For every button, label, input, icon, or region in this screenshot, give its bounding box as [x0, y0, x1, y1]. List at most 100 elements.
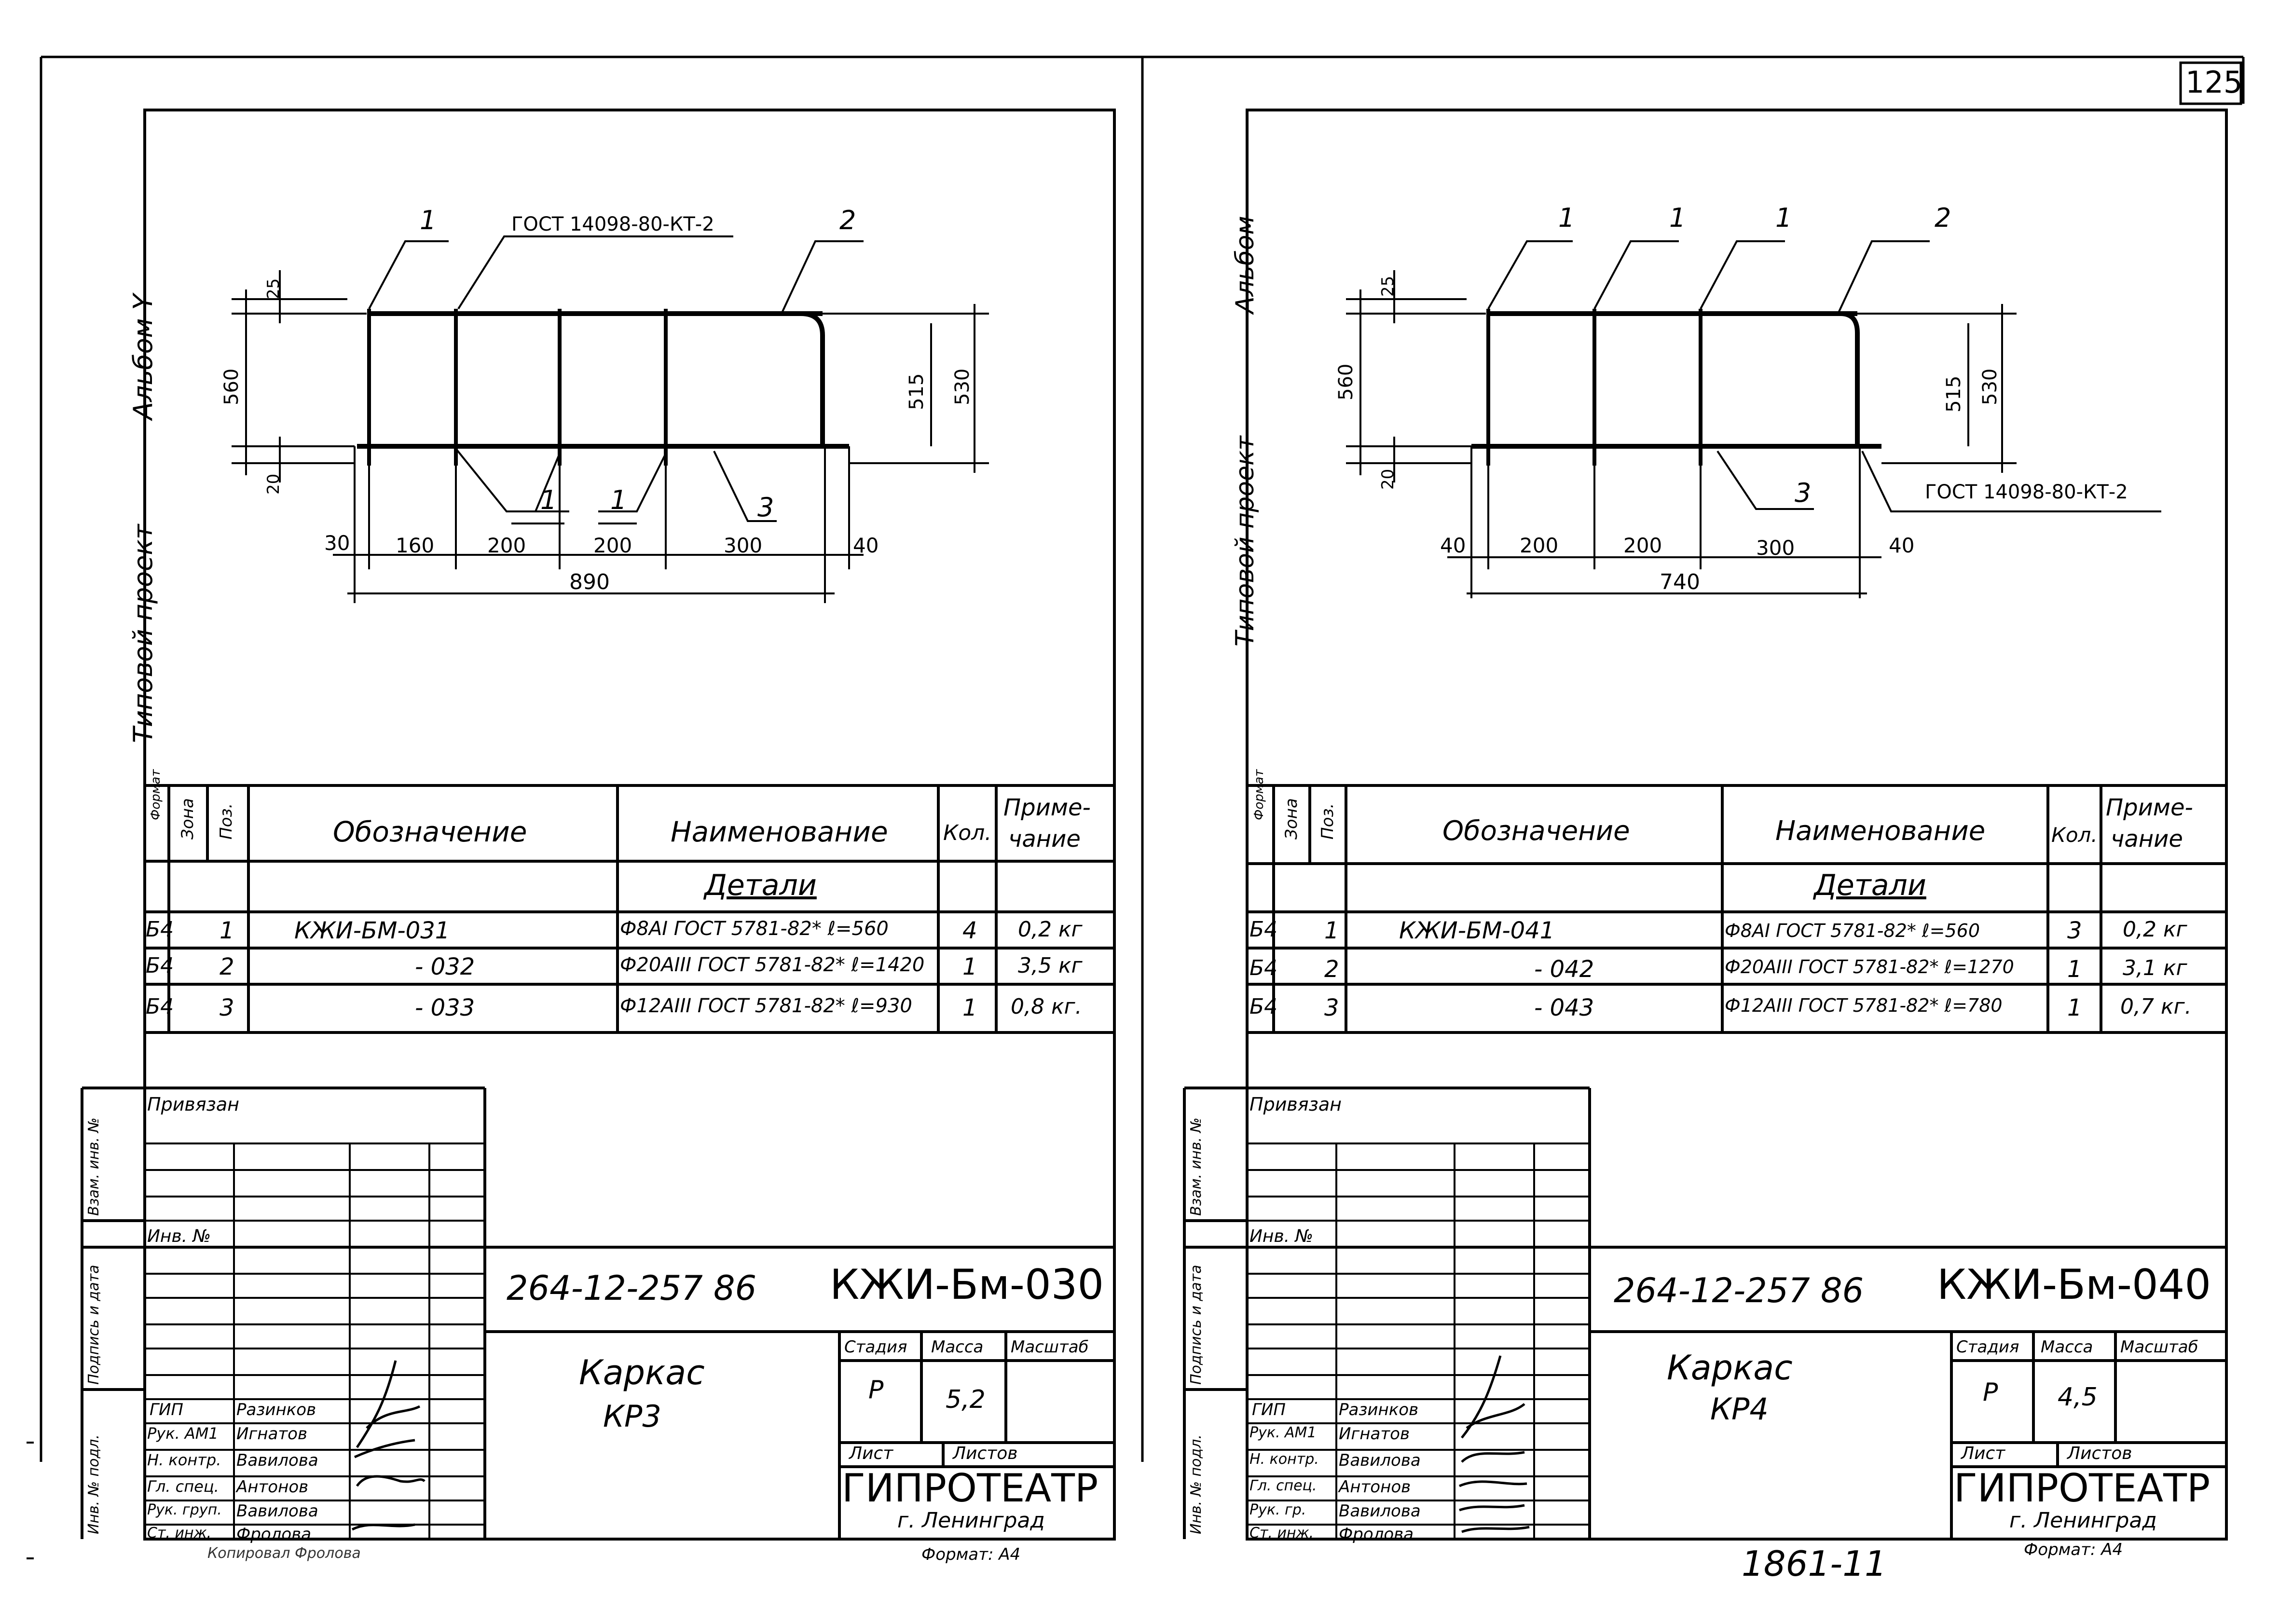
stamp-inv: Инв. № [1249, 1226, 1314, 1246]
spec-header-designation: Обозначение [1442, 815, 1630, 847]
cell-designation: - 043 [1534, 994, 1594, 1021]
bottom-code: 1861-11 [1742, 1543, 1887, 1584]
stamp-title2: КР3 [603, 1399, 661, 1434]
cell-designation: - 032 [415, 953, 475, 980]
stamp-org: ГИПРОТЕАТР [1954, 1466, 2210, 1511]
cell-qty: 3 [2067, 917, 2082, 944]
stamp-stadia-h: Стадия [1956, 1337, 2019, 1357]
stamp-name: Игнатов [1339, 1424, 1410, 1444]
stamp-stadia: Р [868, 1376, 884, 1404]
stamp-name: Фролова [236, 1525, 312, 1544]
stamp-masshtab-h: Масштаб [2120, 1337, 2198, 1357]
pos-label: 3 [757, 492, 774, 523]
spec-header-name: Наименование [1775, 815, 1986, 847]
dim-h: 300 [724, 534, 763, 557]
cell-designation: - 033 [415, 994, 475, 1021]
cell-name: Ф20АIII ГОСТ 5781-82* ℓ=1270 [1725, 956, 2014, 977]
cell-pos: 1 [1324, 917, 1339, 944]
pos-label: 1 [1775, 203, 1792, 233]
stamp-inv: Инв. № [147, 1226, 211, 1246]
spec-header-qty: Кол. [2051, 823, 2098, 847]
cell-qty: 1 [2067, 956, 2082, 983]
stamp-listov-h: Листов [2067, 1444, 2132, 1463]
dim-h: 200 [1520, 534, 1559, 557]
spec-header-note2: чание [2111, 826, 2183, 853]
stamp-role: Рук. АМ1 [1249, 1424, 1317, 1441]
cell-note: 0,8 кг. [1011, 994, 1082, 1019]
stamp-name: Разинков [1339, 1400, 1419, 1419]
stamp-role: Рук. гр. [1249, 1501, 1306, 1518]
stamp-name: Фролова [1339, 1525, 1414, 1544]
stamp-masshtab-h: Масштаб [1011, 1337, 1089, 1357]
stamp-name: Игнатов [236, 1424, 308, 1444]
dim-h: 40 [853, 534, 879, 557]
stamp-role: Ст. инж. [1249, 1525, 1314, 1541]
stamp-list-h: Лист [849, 1444, 893, 1463]
stamp-title2: КР4 [1710, 1391, 1769, 1427]
stamp-stadia-h: Стадия [844, 1337, 907, 1357]
stamp-name: Вавилова [236, 1501, 318, 1521]
cell-qty: 4 [962, 917, 977, 944]
dim-h: 160 [396, 534, 435, 557]
pos-label: 1 [540, 485, 557, 515]
dim-h: 30 [324, 531, 350, 555]
dim-h: 40 [1889, 534, 1915, 557]
pos-label: 1 [1669, 203, 1686, 233]
cell-format: Б4 [1249, 917, 1278, 942]
cell-designation: КЖИ-БМ-041 [1399, 917, 1555, 944]
pos-label: 1 [610, 485, 627, 515]
cell-name: Ф12АIII ГОСТ 5781-82* ℓ=780 [1725, 995, 2003, 1016]
stamp-role: ГИП [150, 1400, 183, 1419]
gost-label: ГОСТ 14098-80-КТ-2 [511, 213, 714, 235]
dim-total: 740 [1660, 570, 1700, 594]
stamp-below: Копировал Фролова [207, 1545, 361, 1562]
dim-h: 200 [487, 534, 526, 557]
stamp-title1: Каркас [1667, 1348, 1793, 1388]
stamp-name: Разинков [236, 1400, 316, 1419]
cell-format: Б4 [146, 953, 174, 978]
cell-designation: КЖИ-БМ-031 [294, 917, 450, 944]
stamp-role: Н. контр. [1249, 1451, 1319, 1468]
stamp-name: Антонов [236, 1477, 309, 1497]
stamp-role: Ст. инж. [147, 1525, 212, 1541]
stamp-org: ГИПРОТЕАТР [842, 1466, 1098, 1511]
stamp-code: 264-12-257 86 [507, 1268, 757, 1308]
stamp-listov-h: Листов [953, 1444, 1018, 1463]
stamp-list-h: Лист [1961, 1444, 2005, 1463]
cell-format: Б4 [146, 917, 174, 942]
stamp-name: Антонов [1339, 1477, 1411, 1497]
stamp-stadia: Р [1983, 1378, 1998, 1407]
cell-note: 3,1 кг [2123, 956, 2187, 980]
pos-label: 1 [420, 205, 437, 235]
stamp-role: Гл. спец. [147, 1477, 219, 1496]
stamp-role: Рук. груп. [147, 1501, 222, 1518]
pos-label: 3 [1795, 478, 1812, 508]
cell-pos: 2 [220, 953, 234, 980]
stamp-name: Вавилова [1339, 1451, 1421, 1470]
cell-designation: - 042 [1534, 956, 1594, 983]
stamp-privyazan: Привязан [1249, 1094, 1342, 1115]
stamp-massa-h: Масса [931, 1337, 984, 1357]
cell-name: Ф8АI ГОСТ 5781-82* ℓ=560 [1725, 920, 1980, 941]
stamp-city: г. Ленинград [897, 1508, 1045, 1533]
stamp-code: 264-12-257 86 [1614, 1271, 1864, 1310]
cell-note: 0,2 кг [1018, 917, 1083, 942]
cell-note: 3,5 кг [1018, 953, 1083, 978]
dim-total: 890 [569, 570, 610, 594]
cell-pos: 2 [1324, 956, 1339, 983]
stamp-title1: Каркас [579, 1353, 705, 1392]
dim-h: 200 [1623, 534, 1662, 557]
stamp-city: г. Ленинград [2009, 1508, 2157, 1533]
pos-label: 2 [1935, 203, 1951, 233]
spec-header-name: Наименование [671, 815, 888, 848]
cell-pos: 1 [220, 917, 234, 944]
dim-h: 200 [593, 534, 632, 557]
stamp-role: Гл. спец. [1249, 1477, 1317, 1494]
spec-header-note2: чание [1008, 826, 1081, 853]
cell-name: Ф8АI ГОСТ 5781-82* ℓ=560 [620, 918, 889, 940]
spec-header-qty: Кол. [943, 821, 992, 845]
gost-label: ГОСТ 14098-80-КТ-2 [1925, 481, 2128, 503]
stamp-massa-h: Масса [2041, 1337, 2093, 1357]
